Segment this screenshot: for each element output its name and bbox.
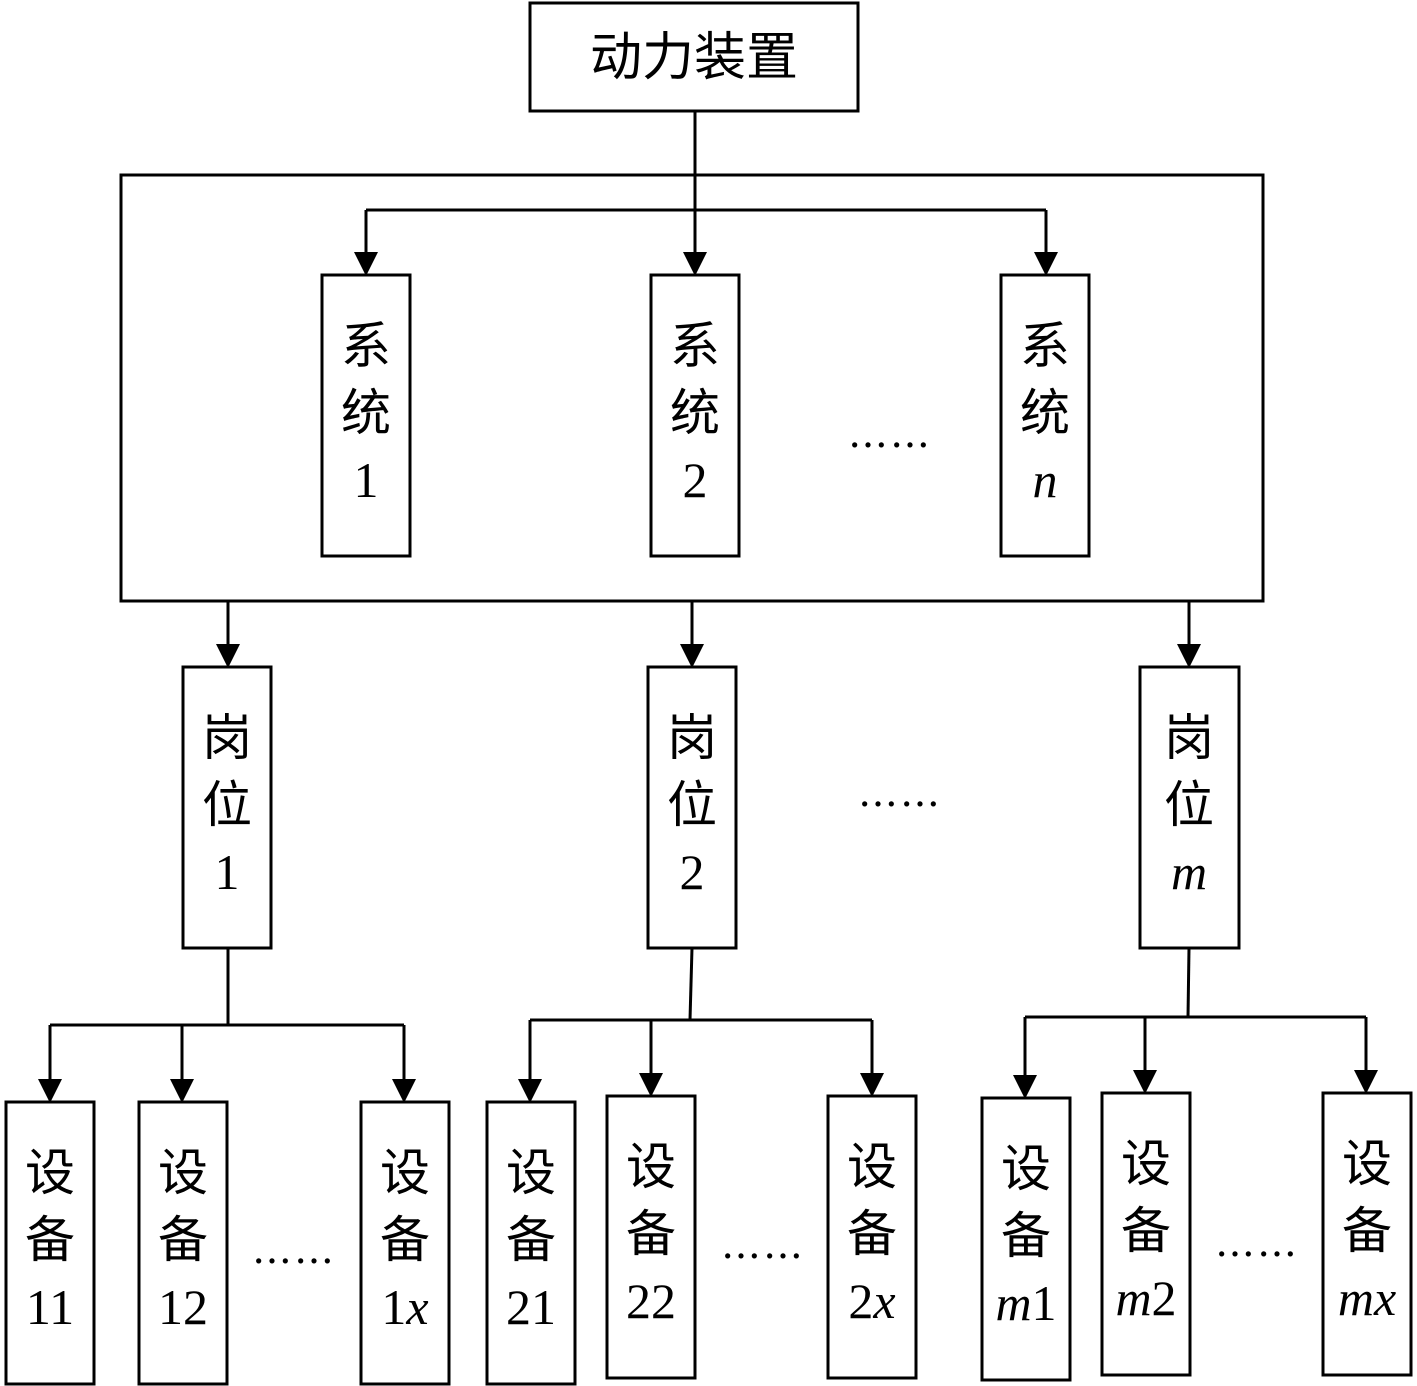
- system-box-2: [649, 273, 741, 558]
- system-label-char2: 统: [341, 384, 391, 442]
- ellipsis-devices-2: ……: [721, 1222, 805, 1268]
- connectors: [38, 111, 1378, 1103]
- node-labels: 系统1系统2系统n岗位1岗位2岗位m设备11设备12设备1x设备21设备22设备…: [25, 317, 1396, 1335]
- ellipsis-posts: ……: [858, 770, 942, 816]
- device-label-number-part: 2: [1152, 1270, 1177, 1326]
- ellipsis-devices-1: ……: [252, 1227, 336, 1273]
- post-box-m: [1138, 665, 1241, 950]
- device-label-number-part: 1: [381, 1279, 406, 1335]
- device-label-char1: 设: [1121, 1135, 1171, 1193]
- device-box-11: [4, 1100, 96, 1386]
- device-box-1x: [359, 1100, 451, 1386]
- device-label-number-part: 1: [1032, 1275, 1057, 1331]
- device-label-number-part: 22: [626, 1273, 676, 1329]
- system-label-number-part: 1: [354, 452, 379, 508]
- device-label-char1: 设: [1342, 1135, 1392, 1193]
- device-label-number-part: m: [1115, 1270, 1151, 1326]
- device-label-char2: 备: [506, 1211, 556, 1269]
- post-label-char1: 岗: [1164, 709, 1214, 767]
- post-label-number: 2: [680, 844, 705, 900]
- connector-postm-stem: [1186, 947, 1191, 1018]
- device-label-number: m2: [1115, 1270, 1176, 1326]
- device-box-2x: [826, 1094, 918, 1380]
- device-label-number: 2x: [848, 1273, 895, 1329]
- system-label-char2: 统: [670, 384, 720, 442]
- device-box-m1: [980, 1096, 1072, 1382]
- ellipses: …… …… …… …… ……: [252, 411, 1299, 1273]
- device-label-char2: 备: [626, 1205, 676, 1263]
- device-box-m2: [1100, 1091, 1192, 1377]
- device-label-number-part: 21: [506, 1279, 556, 1335]
- device-label-char2: 备: [847, 1205, 897, 1263]
- system-label-number: n: [1033, 452, 1058, 508]
- post-label-number-part: 1: [215, 844, 240, 900]
- post-label-char2: 位: [1164, 776, 1214, 834]
- device-box-21: [485, 1100, 577, 1386]
- device-label-char2: 备: [1001, 1207, 1051, 1265]
- root-box: [528, 1, 860, 113]
- post-box-1: [181, 665, 273, 950]
- post-label-char1: 岗: [667, 709, 717, 767]
- system-label-number: 1: [354, 452, 379, 508]
- ellipsis-systems: ……: [848, 411, 932, 457]
- post-label-number: m: [1171, 844, 1207, 900]
- device-label-char1: 设: [25, 1144, 75, 1202]
- system-label-number-part: 2: [683, 452, 708, 508]
- post-label-char2: 位: [202, 776, 252, 834]
- device-label-char1: 设: [1001, 1140, 1051, 1198]
- device-label-number: 11: [26, 1279, 74, 1335]
- device-label-number-part: x: [872, 1273, 895, 1329]
- device-label-char1: 设: [626, 1138, 676, 1196]
- device-label-number: m1: [995, 1275, 1056, 1331]
- device-label-char1: 设: [158, 1144, 208, 1202]
- device-label-number-part: 12: [158, 1279, 208, 1335]
- post-label-char2: 位: [667, 776, 717, 834]
- system-box-n: [999, 273, 1091, 558]
- post-label-number-part: 2: [680, 844, 705, 900]
- system-label-char1: 系: [1020, 317, 1070, 375]
- device-label-char2: 备: [158, 1211, 208, 1269]
- system-box-1: [320, 273, 412, 558]
- post-box-2: [646, 665, 738, 950]
- device-label-number-part: mx: [1338, 1270, 1396, 1326]
- device-label-number-part: m: [995, 1275, 1031, 1331]
- device-label-number-part: 11: [26, 1279, 74, 1335]
- system-container: [119, 173, 1265, 603]
- post-label-char1: 岗: [202, 709, 252, 767]
- device-label-number: 1x: [381, 1279, 428, 1335]
- system-label-char1: 系: [341, 317, 391, 375]
- device-label-number: 22: [626, 1273, 676, 1329]
- system-label-number-part: n: [1033, 452, 1058, 508]
- device-label-char1: 设: [847, 1138, 897, 1196]
- device-box-12: [137, 1100, 229, 1386]
- device-label-number-part: x: [405, 1279, 428, 1335]
- root-label: 动力装置: [590, 28, 798, 88]
- connector-post2-stem: [688, 947, 694, 1021]
- device-label-char1: 设: [506, 1144, 556, 1202]
- system-label-number: 2: [683, 452, 708, 508]
- device-label-char2: 备: [1342, 1202, 1392, 1260]
- device-label-number: mx: [1338, 1270, 1396, 1326]
- ellipsis-devices-m: ……: [1215, 1220, 1299, 1266]
- device-label-char1: 设: [380, 1144, 430, 1202]
- device-label-number-part: 2: [848, 1273, 873, 1329]
- post-label-number: 1: [215, 844, 240, 900]
- device-box-mx: [1321, 1091, 1413, 1377]
- device-label-char2: 备: [25, 1211, 75, 1269]
- device-label-char2: 备: [1121, 1202, 1171, 1260]
- post-label-number-part: m: [1171, 844, 1207, 900]
- device-label-char2: 备: [380, 1211, 430, 1269]
- system-label-char1: 系: [670, 317, 720, 375]
- device-label-number: 21: [506, 1279, 556, 1335]
- system-label-char2: 统: [1020, 384, 1070, 442]
- device-label-number: 12: [158, 1279, 208, 1335]
- device-box-22: [605, 1094, 697, 1380]
- boxes: [4, 1, 1413, 1386]
